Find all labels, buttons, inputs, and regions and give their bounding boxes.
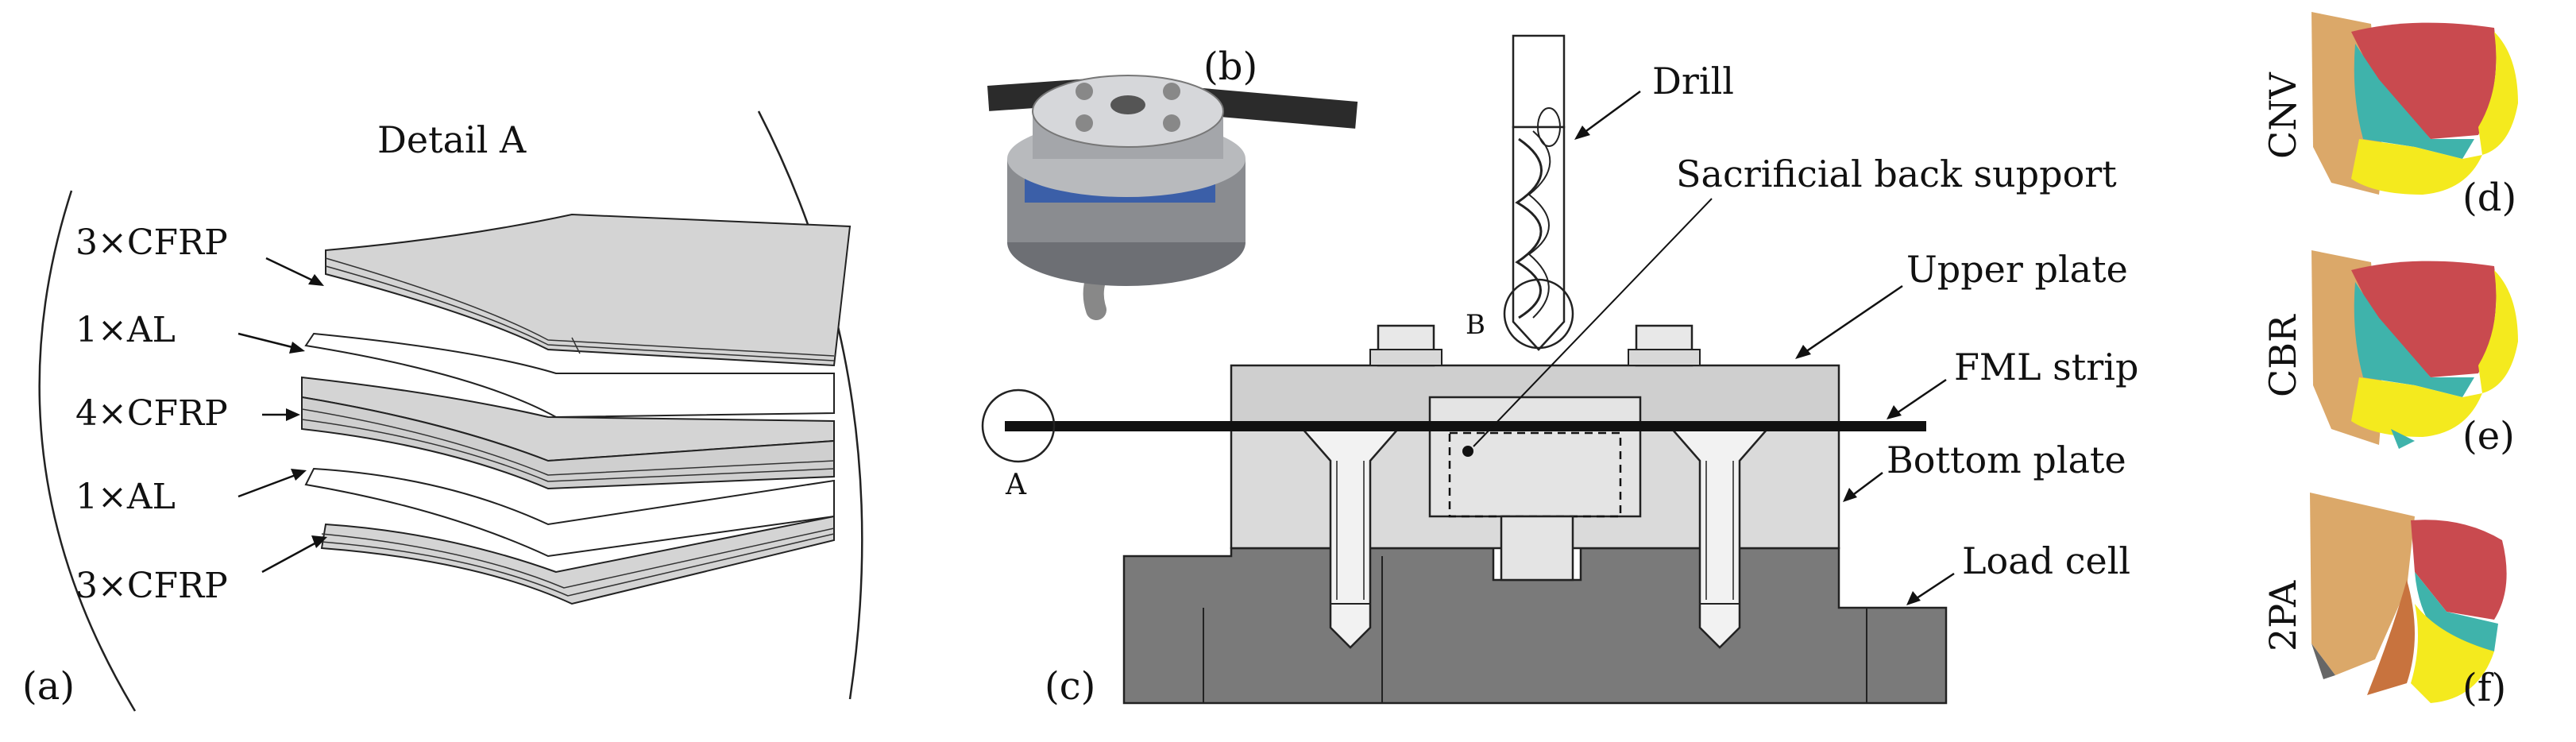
label-drill: Drill (1652, 60, 1734, 102)
detail-circle-right-arc (757, 110, 863, 700)
label-bottom-plate: Bottom plate (1887, 439, 2126, 481)
layer-al-upper (304, 332, 835, 419)
drill-tip-red-face (2351, 22, 2497, 140)
drill-tip-red-face (2411, 520, 2507, 620)
panel-label-c: (c) (1045, 664, 1095, 709)
panel-b: (b) (987, 44, 1358, 320)
panel-label-e: (e) (2462, 414, 2515, 458)
layer-cfrp-top (325, 213, 852, 367)
drill-tip-red-face (2351, 261, 2497, 377)
marker-b: B (1466, 309, 1485, 341)
drill-tip-body (2310, 493, 2415, 675)
panel-c: A B Drill Sacrificial back support Upper… (981, 34, 2138, 709)
marker-a-circle (981, 388, 1056, 463)
photo-strip-right (1173, 86, 1358, 129)
panel-f: 2PA (f) (2261, 493, 2507, 710)
layer-label: 3×CFRP (75, 222, 228, 263)
label-upper-plate: Upper plate (1906, 248, 2128, 291)
drill-tip-yellow-face (2478, 270, 2518, 393)
drill-tip-copper-face (2367, 580, 2415, 695)
fml-strip (1005, 421, 1926, 431)
drill-tip-yellow-face (2478, 32, 2518, 155)
label-fml-strip: FML strip (1954, 346, 2138, 388)
panel-d: CNV (d) (2261, 12, 2518, 220)
detail-title: Detail A (377, 118, 527, 161)
drill-tip-teal-face (2354, 44, 2474, 159)
sacrificial-back-support (1428, 396, 1642, 518)
detail-circle-left-arc (38, 190, 137, 712)
layer-al-lower (304, 467, 835, 558)
label-load-cell: Load cell (1962, 539, 2130, 582)
marker-a: A (1005, 469, 1027, 501)
layer-label: 3×CFRP (75, 566, 228, 606)
panel-a: Detail A 3×CFRP 1×AL 4×CFRP 1×AL 3×CFRP (22, 110, 863, 712)
panel-label-f: (f) (2462, 666, 2506, 710)
marker-b-circle (1503, 278, 1574, 350)
drill-name: CBR (2261, 314, 2304, 397)
layer-label: 1×AL (75, 477, 176, 517)
screw-left (1300, 427, 1400, 649)
layer-label: 1×AL (75, 310, 176, 350)
panel-label-a: (a) (22, 664, 75, 709)
label-sacrificial: Sacrificial back support (1676, 153, 2117, 195)
drill-name: 2PA (2261, 580, 2304, 651)
drill-tip-yellow-face (2411, 604, 2494, 703)
drill-name: CNV (2261, 72, 2304, 159)
panel-label-b: (b) (1203, 44, 1257, 89)
screw-right (1670, 427, 1770, 649)
panel-label-d: (d) (2462, 176, 2516, 220)
panel-e: CBR (e) (2261, 250, 2518, 458)
drill-tip-teal-face (2354, 282, 2474, 397)
layer-label: 4×CFRP (75, 393, 228, 434)
